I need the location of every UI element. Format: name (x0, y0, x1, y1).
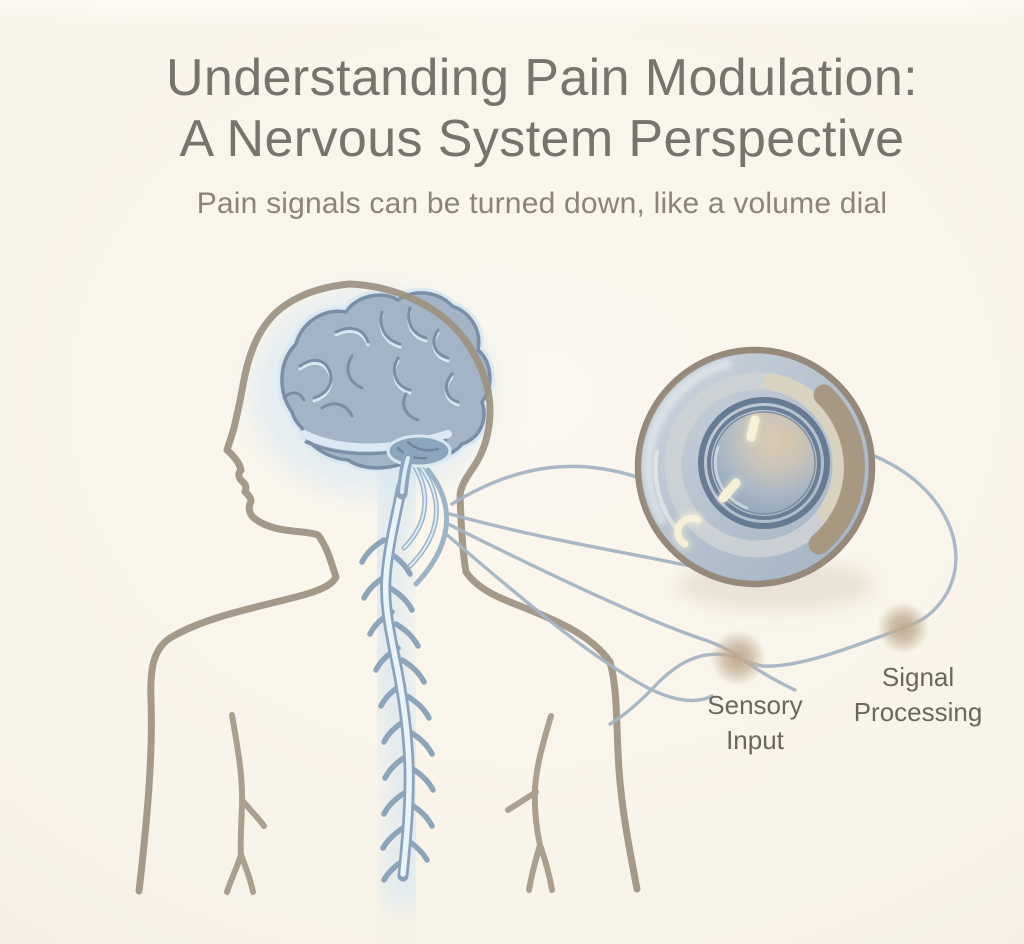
dial-outer-ring (698, 397, 830, 529)
brainstem-highlight (400, 456, 410, 494)
dial-sheen-arc (643, 359, 732, 525)
dial-inner-sheen (653, 450, 680, 533)
dial-pointer-mark (746, 415, 760, 442)
spinal-cord-core (382, 483, 412, 877)
brain-illustration (276, 287, 495, 500)
right-armpit-fold (505, 713, 555, 893)
brain-cerebrum (280, 291, 492, 470)
dial-tan-level-arc (808, 384, 865, 555)
page-title-line1: Understanding Pain Modulation: (165, 49, 919, 107)
neck-nerve-weave-highlight (403, 461, 438, 567)
left-armpit-fold (224, 712, 267, 895)
nerve-line-to-dial-left (450, 464, 642, 506)
signal-processing-node (877, 602, 929, 654)
brain-folds-dark (282, 306, 460, 422)
head-back-and-right-arm-outline (345, 280, 641, 893)
nerve-loop-dial-to-nodes (608, 453, 958, 726)
spinal-cord-branches (359, 537, 436, 883)
dial-mid-tick-mark (718, 478, 741, 503)
volume-dial (634, 346, 876, 611)
page-title-line2: A Nervous System Perspective (179, 110, 905, 168)
header: Understanding Pain Modulation: A Nervous… (50, 48, 1024, 222)
page-subtitle: Pain signals can be turned down, like a … (196, 187, 888, 220)
body-outline (135, 280, 641, 895)
sensory-input-label: Sensory Input (707, 690, 803, 755)
dial-marks (671, 414, 761, 550)
head-face-and-left-arm-outline (135, 280, 353, 895)
spinal-cord (359, 459, 450, 883)
dial-cream-arc (763, 373, 850, 522)
cerebellum (386, 434, 452, 468)
pathway-nodes (710, 602, 929, 686)
dial-knob-inner-highlight (713, 445, 749, 510)
human-figure (135, 280, 641, 912)
sensory-input-node (710, 630, 766, 686)
nerve-line-to-dial-bottom (448, 512, 692, 568)
nerve-line-lower (444, 532, 714, 703)
dial-inner-ring (707, 406, 821, 520)
dial-crescent-mark (674, 514, 702, 548)
armpit-folds (224, 712, 555, 895)
signal-processing-label: Signal Processing (853, 662, 983, 727)
